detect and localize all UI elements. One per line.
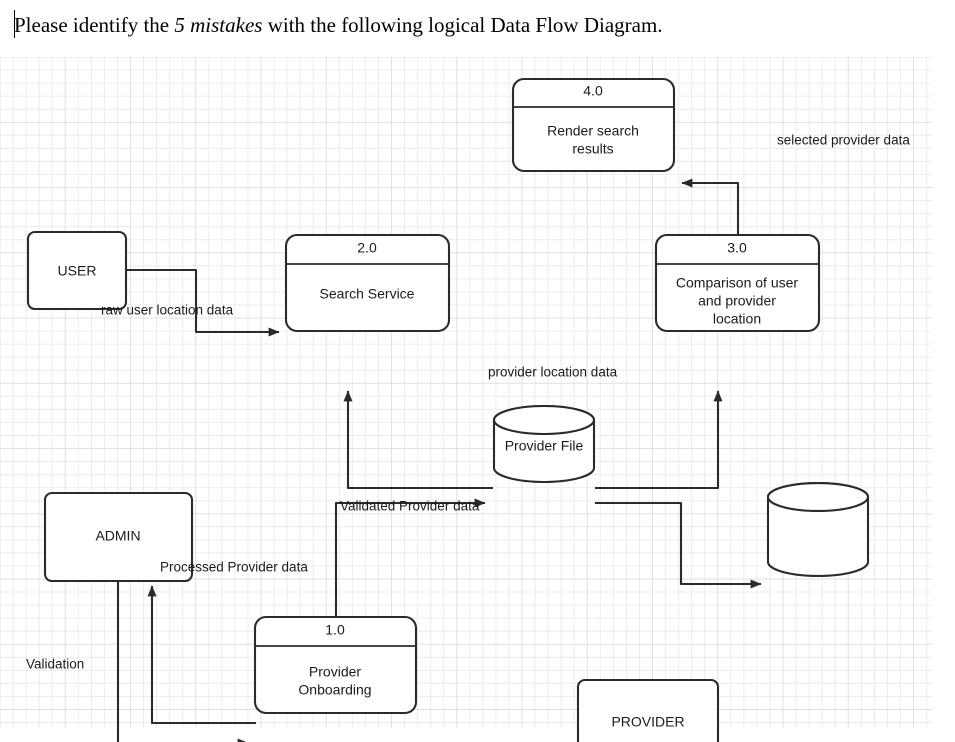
process-3-number: 3.0: [727, 240, 747, 256]
flow-label-processed-provider-data: Processed Provider data: [160, 560, 308, 575]
question-emphasis: 5 mistakes: [174, 13, 263, 37]
process-4-label-line1: Render search: [547, 123, 639, 139]
process-1-label-line2: Onboarding: [298, 682, 371, 698]
flow-validation[interactable]: [116, 581, 249, 742]
flow-processed-provider-data[interactable]: [147, 585, 256, 725]
process-2-label: Search Service: [320, 286, 415, 302]
process-4-render-search-results[interactable]: 4.0 Render search results: [511, 77, 676, 173]
flow-label-validated-provider-data: Validated Provider data: [340, 499, 480, 514]
flow-provider-location-data-left[interactable]: [343, 390, 493, 490]
process-3-comparison[interactable]: 3.0 Comparison of user and provider loca…: [654, 233, 821, 333]
flow-raw-user-location-data[interactable]: [126, 268, 280, 337]
question-bar: Please identify the 5 mistakes with the …: [0, 0, 955, 57]
datastore-provider-file[interactable]: Provider File: [492, 404, 596, 484]
process-1-provider-onboarding[interactable]: 1.0 Provider Onboarding: [253, 615, 418, 715]
datastore-unlabeled[interactable]: [766, 481, 870, 578]
question-suffix: with the following logical Data Flow Dia…: [262, 13, 663, 37]
process-3-label-line2: and provider: [698, 293, 776, 309]
entity-provider[interactable]: PROVIDER: [576, 678, 720, 742]
flow-to-unlabeled-datastore[interactable]: [595, 501, 762, 589]
question-prefix: Please identify the: [14, 13, 175, 37]
flow-label-validation: Validation: [26, 657, 84, 672]
entity-admin[interactable]: ADMIN: [43, 491, 194, 583]
entity-provider-label: PROVIDER: [611, 714, 684, 730]
flow-label-provider-location-data: provider location data: [488, 365, 618, 380]
entity-user-label: USER: [58, 263, 97, 279]
flow-label-raw-user-location-data: raw user location data: [101, 303, 234, 318]
entity-admin-label: ADMIN: [95, 528, 140, 544]
process-1-label-line1: Provider: [309, 664, 361, 680]
flow-provider-location-data-right[interactable]: [595, 390, 723, 490]
text-caret: [14, 10, 15, 38]
entity-user[interactable]: USER: [26, 230, 128, 311]
process-2-search-service[interactable]: 2.0 Search Service: [284, 233, 451, 333]
process-4-label-line2: results: [572, 141, 613, 157]
process-3-label-line1: Comparison of user: [676, 275, 799, 291]
page-title: Please identify the 5 mistakes with the …: [14, 13, 955, 37]
flow-label-selected-provider-data: selected provider data: [777, 133, 910, 148]
process-4-number: 4.0: [583, 83, 603, 99]
process-2-number: 2.0: [357, 240, 377, 256]
process-1-number: 1.0: [325, 622, 345, 638]
process-3-label-line3: location: [713, 311, 761, 327]
diagram-canvas[interactable]: USER ADMIN PROVIDER 2.0 Search Service 3…: [0, 57, 955, 742]
grid-background: [0, 57, 932, 728]
datastore-provider-file-label: Provider File: [505, 438, 584, 454]
